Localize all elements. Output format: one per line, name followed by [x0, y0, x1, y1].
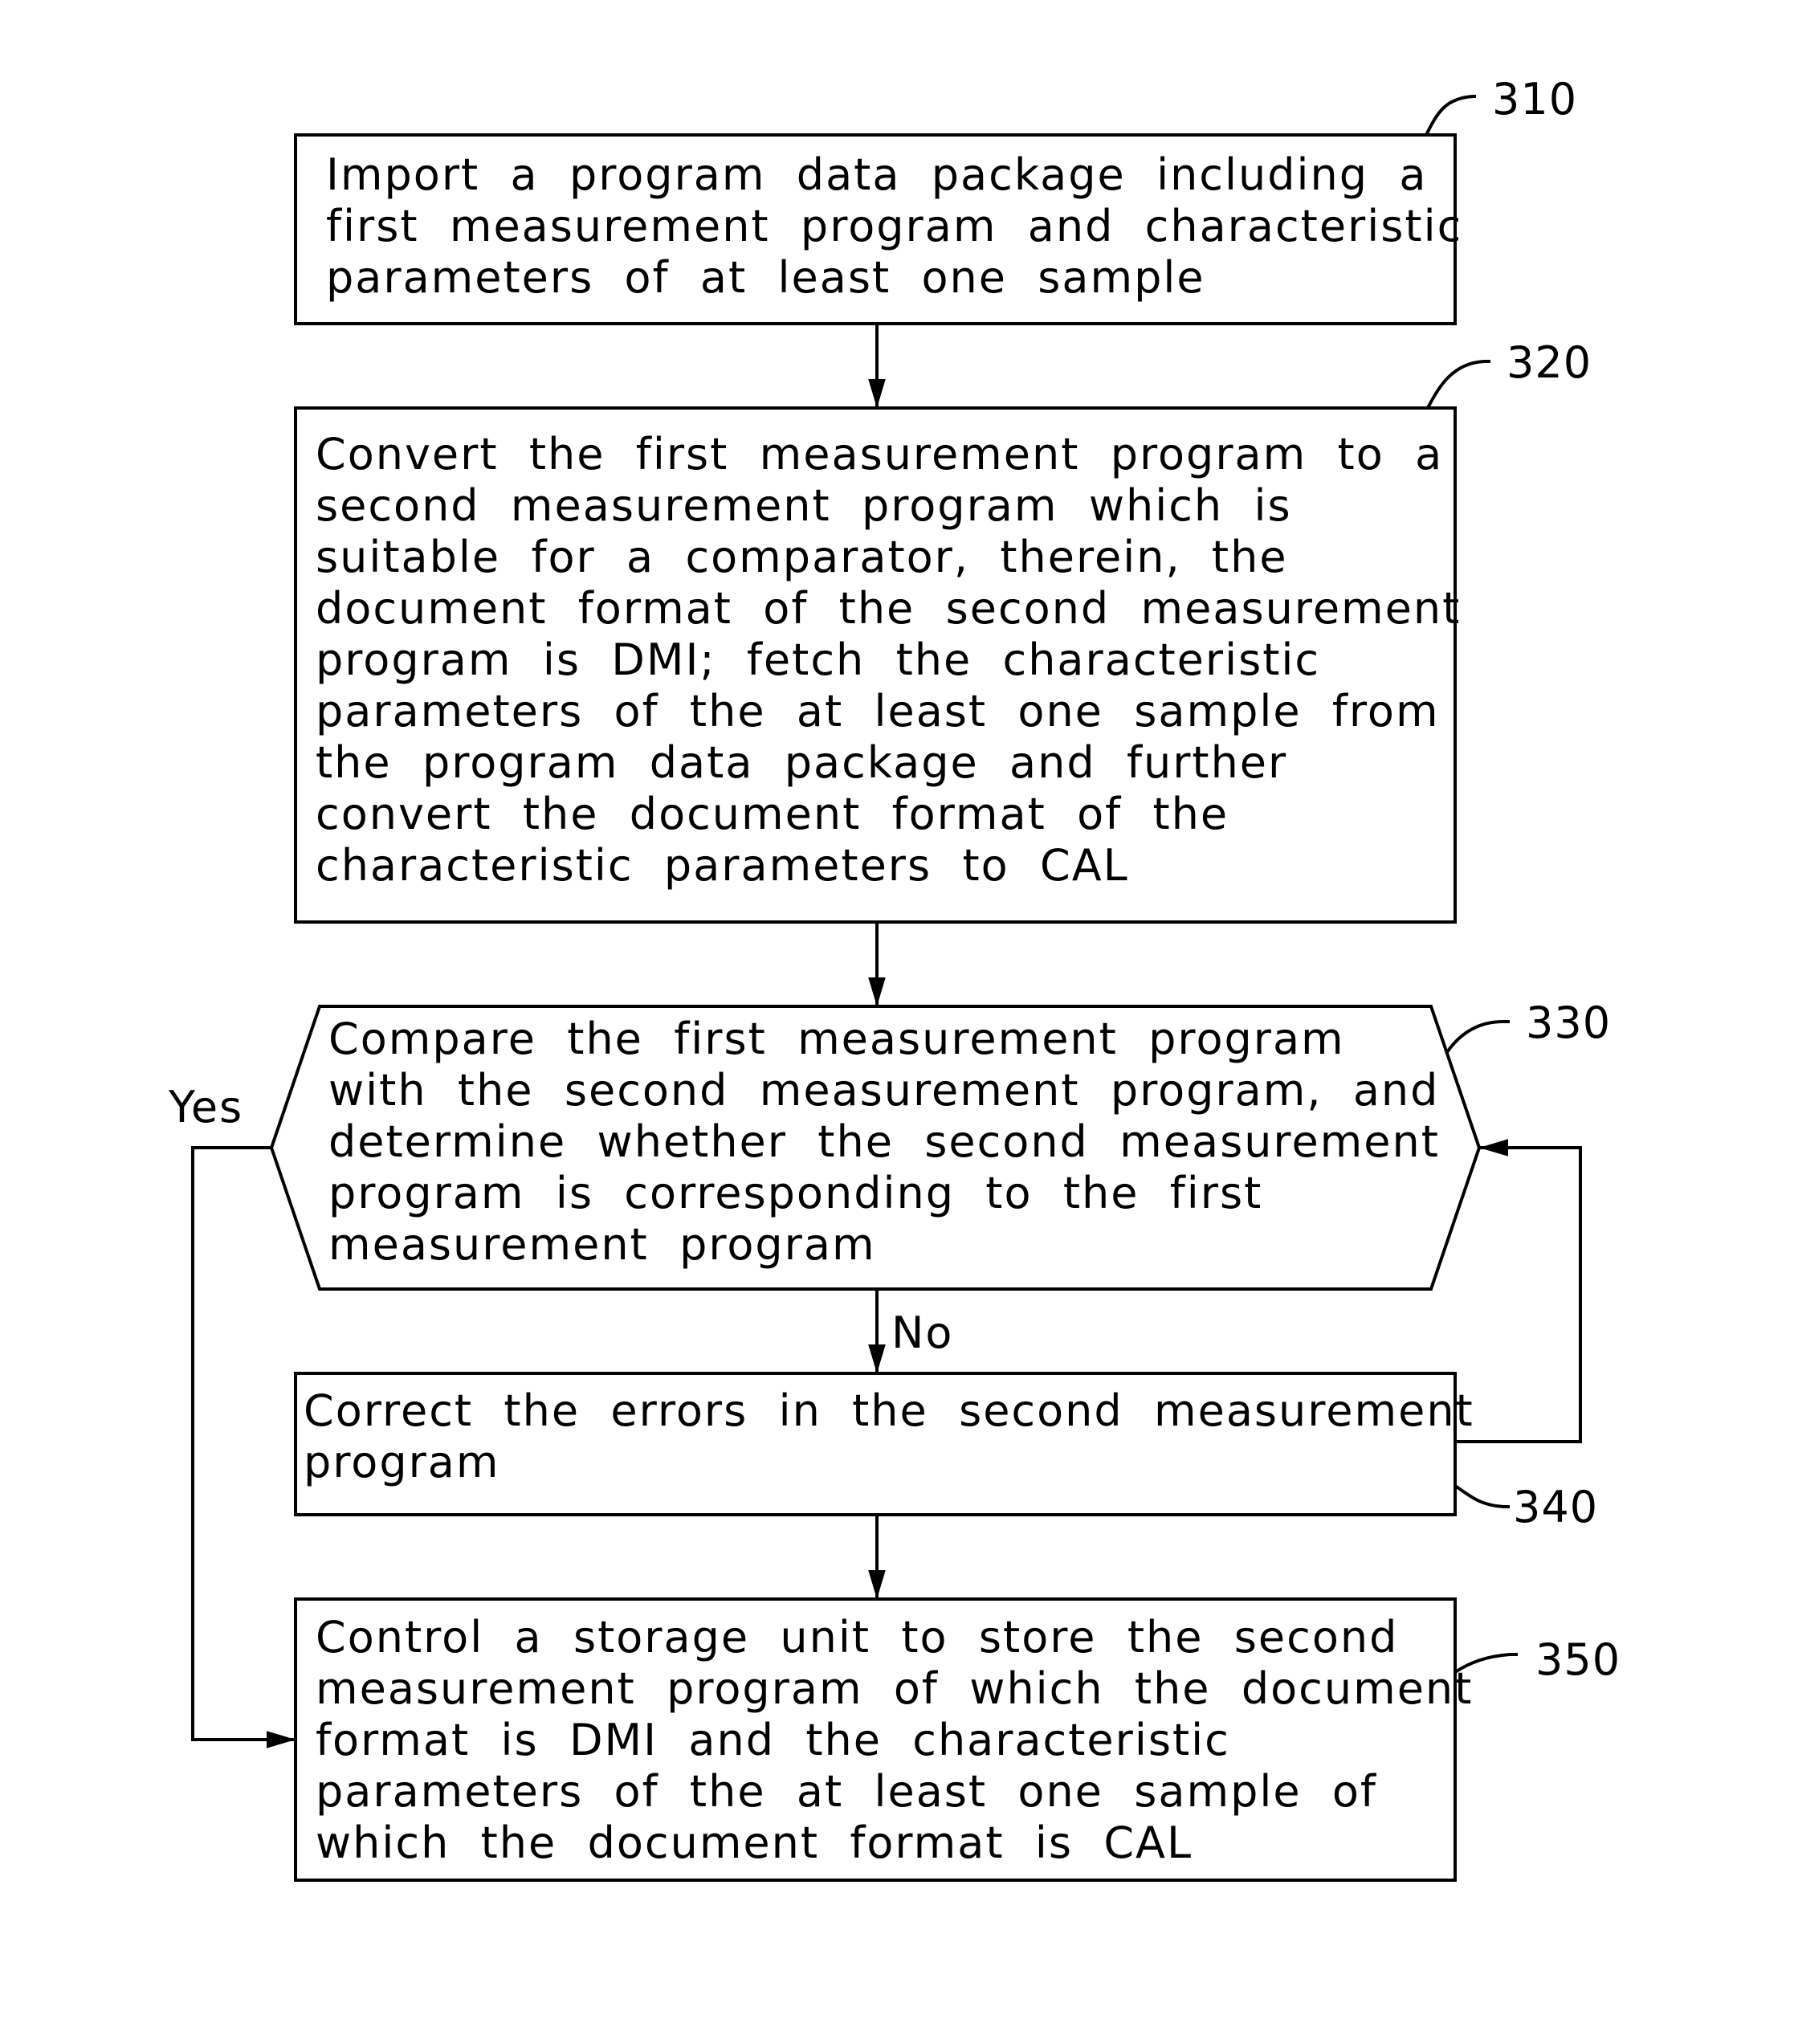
step-320-line: characteristic parameters to CAL: [316, 840, 1129, 891]
step-340-leader: [1455, 1486, 1510, 1507]
step-330-line: Compare the first measurement program: [328, 1014, 1345, 1064]
step-320-line: the program data package and further: [316, 737, 1287, 788]
step-310-line: first measurement program and characteri…: [326, 201, 1462, 251]
step-330-line: with the second measurement program, and: [328, 1065, 1439, 1116]
step-320-line: Convert the first measurement program to…: [316, 429, 1443, 479]
step-320-leader: [1428, 361, 1490, 408]
step-350-line: parameters of the at least one sample of: [316, 1766, 1377, 1817]
step-320-ref: 320: [1507, 337, 1592, 388]
yes-label: Yes: [168, 1082, 243, 1132]
step-320-text: Convert the first measurement program to…: [316, 429, 1476, 891]
step-310-leader: [1426, 96, 1476, 135]
step-320-line: program is DMI; fetch the characteristic: [316, 634, 1320, 685]
step-310-text: Import a program data package including …: [326, 149, 1478, 303]
step-350-line: which the document format is CAL: [316, 1818, 1193, 1868]
arrow-yes-330-350: [193, 1148, 296, 1740]
step-320-line: parameters of the at least one sample fr…: [316, 686, 1440, 736]
step-320-line: second measurement program which is: [316, 480, 1292, 531]
step-330-text: Compare the first measurement program wi…: [328, 1014, 1455, 1270]
step-320-line: document format of the second measuremen…: [316, 583, 1461, 634]
no-label: No: [891, 1308, 953, 1358]
step-330-line: measurement program: [328, 1219, 876, 1270]
step-350-line: Control a storage unit to store the seco…: [316, 1612, 1398, 1663]
step-350: Control a storage unit to store the seco…: [296, 1599, 1621, 1880]
step-320-line: suitable for a comparator, therein, the: [316, 532, 1288, 582]
step-350-text: Control a storage unit to store the seco…: [316, 1612, 1489, 1868]
step-330-line: program is corresponding to the first: [328, 1168, 1262, 1218]
step-340-line: Correct the errors in the second measure…: [304, 1385, 1474, 1436]
step-320-line: convert the document format of the: [316, 789, 1229, 839]
step-350-line: measurement program of which the documen…: [316, 1663, 1473, 1714]
step-350-ref: 350: [1535, 1634, 1621, 1685]
step-340-line: program: [304, 1437, 500, 1487]
step-310-line: Import a program data package including …: [326, 149, 1427, 200]
step-340-ref: 340: [1513, 1482, 1598, 1532]
step-310-ref: 310: [1492, 74, 1577, 124]
step-310: Import a program data package including …: [296, 74, 1577, 324]
step-330: Compare the first measurement program wi…: [271, 998, 1611, 1289]
step-340: Correct the errors in the second measure…: [296, 1373, 1598, 1532]
step-330-ref: 330: [1526, 998, 1611, 1048]
step-340-text: Correct the errors in the second measure…: [304, 1385, 1490, 1487]
step-330-line: determine whether the second measurement: [328, 1116, 1440, 1167]
step-330-leader: [1447, 1022, 1510, 1052]
step-320: Convert the first measurement program to…: [296, 337, 1592, 922]
step-350-line: format is DMI and the characteristic: [316, 1715, 1230, 1765]
step-310-line: parameters of at least one sample: [326, 252, 1205, 303]
